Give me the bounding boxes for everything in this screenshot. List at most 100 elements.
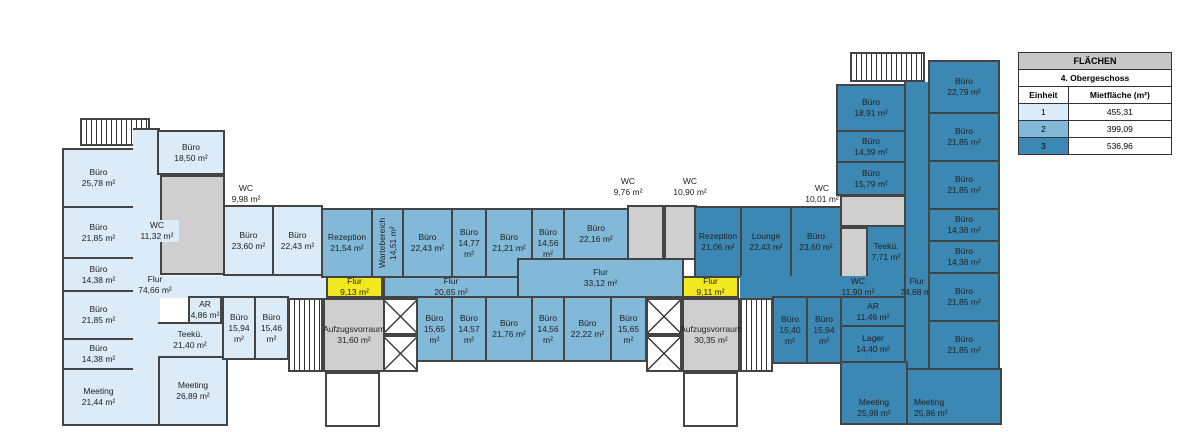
room-name: Flur [443,276,459,286]
room-wc[interactable] [627,205,664,260]
room-area: 30,35 m² [694,335,728,345]
room-area: 22,22 m² [570,329,605,339]
room-name: Meeting [83,386,114,396]
room-name: Büro [460,226,478,237]
room-name: Büro [862,135,880,146]
room-name: Büro [955,214,973,224]
room-name: AR [867,300,879,311]
room-kitchen[interactable]: Teekü.7,71 m² [866,225,906,278]
room-name: Büro [500,318,518,328]
room-name: Büro [587,223,605,233]
room-wc[interactable] [840,195,906,227]
room-area: 21,85 m² [947,185,981,195]
corridor[interactable] [740,276,908,298]
room-waiting-area[interactable]: Wartebereich 14,51 m² [371,208,404,278]
room-name: Flur [593,267,608,277]
legend-title: FLÄCHEN [1018,52,1172,70]
room-kitchen[interactable]: Teekü.21,40 m² [158,322,224,358]
room-name: Aufzugsvorraum [323,324,385,334]
corridor[interactable] [133,128,160,426]
room-name: Büro [89,304,108,314]
room-name: Büro [89,221,108,232]
room-area: 31,60 m² [337,335,371,345]
room-area: 14,38 m² [81,354,116,364]
room-name: Büro [418,232,437,242]
room-area: 14,57 m² [458,323,480,345]
room-name: Büro [230,311,248,322]
room-area: 15,46 m² [260,322,283,344]
room-name: Büro [500,232,518,242]
room-area: 14,56 m² [537,323,559,345]
room-area: 22,43 m² [280,240,315,251]
room-area: 25,78 m² [81,178,116,188]
room-wc[interactable] [840,227,868,278]
room-name: Büro [239,229,258,240]
room-area: 21,85 m² [947,297,981,307]
room-area: 9,11 m² [696,287,725,297]
room-name: Flur [703,276,718,286]
room-area: 21,44 m² [81,397,116,407]
room-label: Wartebereich 14,51 m² [376,217,398,269]
room-wc[interactable] [664,205,697,260]
room-area: 18,50 m² [174,152,208,163]
room-area: 22,43 m² [410,243,445,253]
room-name: Büro [89,343,108,353]
room-area: 21,40 m² [173,340,207,350]
room-area: 15,94 m² [228,322,250,344]
legend-area: 399,09 [1067,120,1173,138]
